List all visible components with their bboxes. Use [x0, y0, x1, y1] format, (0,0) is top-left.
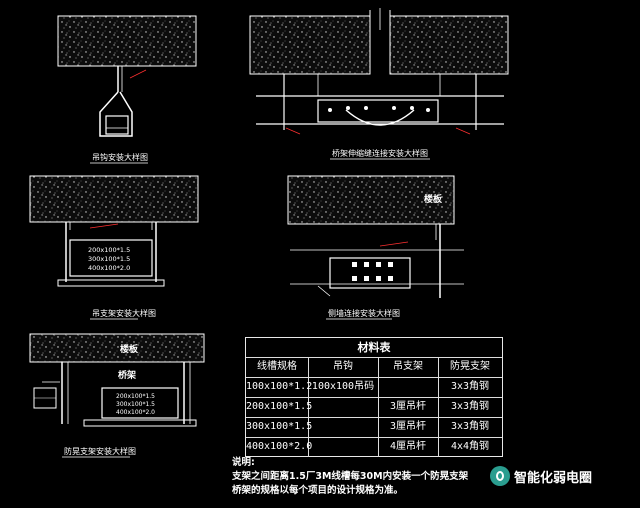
detail-hanger-support: 200x100*1.5 300x100*1.5 400x100*2.0: [29, 175, 199, 287]
spec-sway-2: 300x100*1.5: [116, 401, 155, 408]
table-row: 100x100*1.2 100x100吊码 3x3角钢: [246, 378, 502, 395]
label-tray: 桥架: [118, 369, 136, 381]
table-row: 300x100*1.5 3厘吊杆 3x3角钢: [246, 418, 502, 435]
material-table: 材料表 线槽规格 吊钩 吊支架 防晃支架 100x100*1.2 100x100…: [245, 337, 503, 457]
table-cell: 100x100吊码: [311, 381, 375, 392]
table-cell: [308, 418, 378, 435]
table-cell: [308, 438, 378, 455]
caption-hook-install: 吊钩安装大样图: [92, 152, 148, 162]
concrete-slab-left: [249, 15, 371, 75]
table-header: 吊钩: [333, 361, 353, 372]
table-cell: [308, 398, 378, 415]
spec-sway-3: 400x100*2.0: [116, 409, 155, 416]
detail-anti-sway: 楼板 桥架 200x100*1.5 300x100*1.5 400x100*2.…: [29, 333, 205, 427]
spec-sway-1: 200x100*1.5: [116, 393, 155, 400]
notes-line-1: 支架之间距离1.5厂3M线槽每30M内安装一个防晃支架: [232, 471, 469, 482]
label-slab: 楼板: [120, 343, 139, 355]
concrete-slab: [29, 333, 205, 363]
caption-hanger-support: 吊支架安装大样图: [92, 308, 156, 318]
table-cell: 3厘吊杆: [389, 421, 427, 432]
wechat-logo-icon: [490, 466, 510, 486]
table-cell: 300x100*1.5: [246, 421, 313, 432]
table-cell: 3x3角钢: [450, 381, 490, 392]
detail-expansion-joint: [249, 8, 509, 135]
table-cell: 4x4角钢: [450, 441, 490, 452]
caption-expansion-joint: 桥架伸缩缝连接安装大样图: [332, 148, 428, 158]
table-header: 吊支架: [393, 361, 423, 372]
table-header: 线槽规格: [257, 361, 297, 372]
concrete-slab-right: [389, 15, 509, 75]
spec-hanger-1: 200x100*1.5: [88, 246, 130, 254]
spec-hanger-3: 400x100*2.0: [88, 264, 130, 272]
detail-hook-install: [57, 15, 197, 137]
table-header: 防晃支架: [450, 361, 490, 372]
table-cell: 3厘吊杆: [389, 401, 427, 412]
notes-heading: 说明:: [232, 457, 255, 468]
concrete-slab: [57, 15, 197, 67]
label-wall: 楼板: [424, 193, 443, 205]
table-row: 200x100*1.5 3厘吊杆 3x3角钢: [246, 398, 502, 415]
table-cell: 3x3角钢: [450, 421, 490, 432]
caption-anti-sway: 防晃支架安装大样图: [64, 446, 136, 456]
spec-hanger-2: 300x100*1.5: [88, 255, 130, 263]
watermark: 智能化弱电圈: [490, 466, 592, 486]
table-cell: 100x100*1.2: [246, 381, 313, 392]
notes-line-2: 桥架的规格以每个项目的设计规格为准。: [232, 485, 404, 496]
table-row: 400x100*2.0 4厘吊杆 4x4角钢: [246, 438, 502, 455]
notes: 说明: 支架之间距离1.5厂3M线槽每30M内安装一个防晃支架 桥架的规格以每个…: [232, 456, 468, 498]
table-cell: [378, 378, 438, 395]
table-header-row: 线槽规格 吊钩 吊支架 防晃支架: [246, 358, 502, 375]
detail-side-wall: 楼板: [287, 175, 464, 298]
table-cell: 400x100*2.0: [246, 441, 313, 452]
concrete-wall: [287, 175, 455, 225]
table-cell: 200x100*1.5: [246, 401, 313, 412]
table-cell: 3x3角钢: [450, 401, 490, 412]
watermark-text: 智能化弱电圈: [514, 470, 593, 486]
caption-side-wall: 侧墙连接安装大样图: [328, 308, 400, 318]
table-cell: 4厘吊杆: [389, 441, 427, 452]
concrete-slab: [29, 175, 199, 223]
table-title: 材料表: [357, 341, 391, 354]
